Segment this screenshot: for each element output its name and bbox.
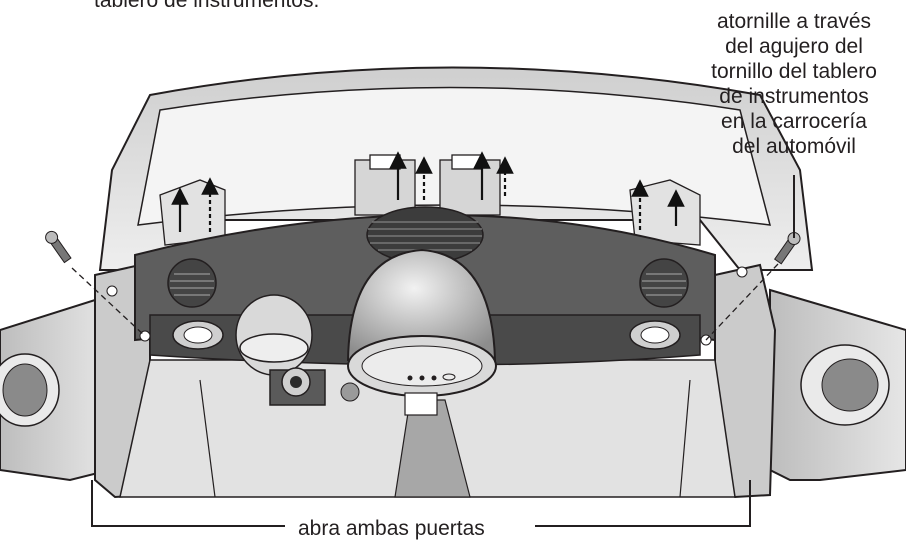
gauge-pod [235, 294, 313, 376]
center-speaker-icon [366, 206, 484, 264]
bracket-center-left [354, 154, 416, 216]
lift-arrows [171, 151, 685, 232]
vent-icon [167, 258, 217, 308]
callout-line: del automóvil [732, 135, 856, 158]
vent-icon [639, 258, 689, 308]
seat-belt-clip [404, 392, 438, 416]
door-right-handle-inner [821, 358, 879, 412]
ignition-switch [269, 367, 360, 406]
callout-line: tornillo del tablero [711, 60, 877, 83]
screw-icon [773, 232, 801, 265]
callout-open-doors: abra ambas puertas [292, 516, 491, 541]
door-left-handle-inner [2, 363, 48, 417]
bracket-center-right [439, 154, 501, 216]
screw-icon [45, 230, 72, 264]
callout-bracket-doors [91, 480, 751, 527]
callout-line: en la carrocería [721, 110, 867, 133]
callout-line: atornille a través [716, 10, 872, 33]
callout-screw-instruction: atornille a través del agujero del torni… [690, 9, 898, 159]
steering-hub-icon [346, 248, 497, 397]
callout-line: de instrumentos [719, 85, 869, 108]
callout-line: del agujero del [725, 35, 863, 58]
callout-top-left: tablero de instrumentos. [94, 0, 320, 12]
